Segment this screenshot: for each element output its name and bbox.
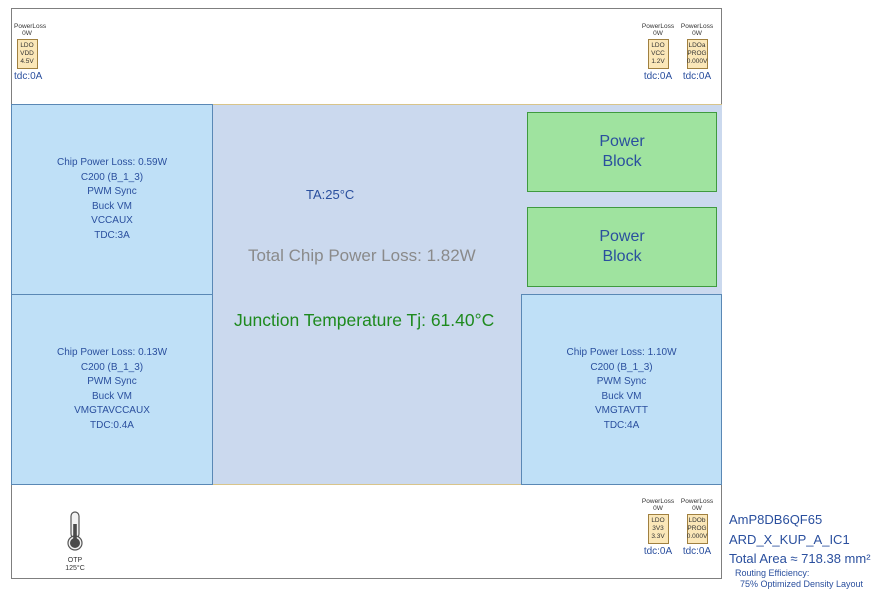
block-part: C200 (B_1_3)	[80, 361, 144, 373]
ldo-line: 1.2V	[651, 58, 665, 65]
power-block-line: Power	[599, 228, 645, 245]
block-rail: VCCAUX	[91, 215, 133, 226]
ldo-power-value: 0W	[692, 505, 702, 512]
block-power-loss: Chip Power Loss: 0.59W	[56, 157, 168, 168]
power-block-line: Block	[602, 153, 642, 170]
ldo-box[interactable]: LDO 3V3 3.3V	[647, 514, 669, 544]
ldo-line: PROG	[687, 50, 707, 57]
ldo-power-label: PowerLoss	[680, 23, 714, 30]
block-mode: PWM Sync	[87, 186, 137, 197]
otp-value: 125°C	[65, 565, 85, 572]
ldo-power-value: 0W	[653, 505, 663, 512]
block-rail: VMGTAVTT	[595, 405, 648, 416]
buck-block-vccaux[interactable]: Chip Power Loss: 0.59W C200 (B_1_3) PWM …	[11, 104, 213, 295]
ldo-a-prog[interactable]: PowerLoss 0W LDOa PROG 0.000V tdc:0A	[678, 23, 716, 82]
ldo-line: PROG	[687, 525, 707, 532]
ldo-power-label: PowerLoss	[641, 498, 675, 505]
ldo-line: 0.000V	[686, 533, 708, 540]
total-power-loss: Total Chip Power Loss: 1.82W	[248, 246, 476, 265]
design-info: AmP8DB6QF65 ARD_X_KUP_A_IC1 Total Area ≈…	[729, 510, 871, 590]
buck-block-vmgtavccaux[interactable]: Chip Power Loss: 0.13W C200 (B_1_3) PWM …	[11, 294, 213, 485]
ldo-power-label: PowerLoss	[641, 23, 675, 30]
ldo-line: VCC	[651, 50, 665, 57]
block-type: Buck VM	[601, 390, 642, 402]
otp-indicator: OTP 125°C	[60, 510, 90, 573]
block-rail: VMGTAVCCAUX	[74, 405, 150, 416]
block-type: Buck VM	[91, 390, 132, 402]
ldo-line: LDOb	[688, 517, 706, 524]
ldo-tdc: tdc:0A	[14, 71, 43, 82]
ldo-3v3[interactable]: PowerLoss 0W LDO 3V3 3.3V tdc:0A	[639, 498, 677, 557]
power-block-line: Power	[599, 133, 645, 150]
block-tdc: TDC:0.4A	[90, 419, 134, 431]
ldo-line: 4.5V	[20, 58, 34, 65]
ldo-power-value: 0W	[653, 30, 663, 37]
block-part: C200 (B_1_3)	[590, 361, 653, 373]
ldo-power-value: 0W	[22, 30, 32, 37]
ldo-line: LDOa	[688, 42, 706, 49]
part-number: AmP8DB6QF65	[729, 512, 823, 527]
block-part: C200 (B_1_3)	[80, 171, 144, 183]
block-power-loss: Chip Power Loss: 0.13W	[56, 347, 168, 358]
ambient-temperature: TA:25°C	[306, 187, 355, 202]
ldo-line: LDO	[651, 517, 665, 524]
ldo-power-label: PowerLoss	[14, 23, 47, 30]
block-tdc: TDC:4A	[603, 419, 640, 431]
ldo-line: VDD	[20, 50, 34, 57]
ldo-line: LDO	[651, 42, 665, 49]
ldo-line: 3V3	[652, 525, 664, 532]
otp-label: OTP	[67, 557, 83, 564]
ldo-line: 0.000V	[686, 58, 708, 65]
ldo-line: LDO	[20, 42, 34, 49]
ldo-tdc: tdc:0A	[643, 71, 673, 82]
ldo-box[interactable]: LDO VCC 1.2V	[647, 39, 669, 69]
block-tdc: TDC:3A	[94, 229, 130, 241]
ldo-box[interactable]: LDOb PROG 0.000V	[686, 514, 708, 544]
ldo-power-label: PowerLoss	[680, 498, 714, 505]
ldo-vcc[interactable]: PowerLoss 0W LDO VCC 1.2V tdc:0A	[639, 23, 677, 82]
ldo-tdc: tdc:0A	[643, 546, 673, 557]
block-mode: PWM Sync	[87, 376, 137, 387]
ldo-b-prog[interactable]: PowerLoss 0W LDOb PROG 0.000V tdc:0A	[678, 498, 716, 557]
total-area: Total Area ≈ 718.38 mm²	[729, 551, 871, 566]
ldo-line: 3.3V	[651, 533, 665, 540]
power-block-line: Block	[602, 248, 642, 265]
block-power-loss: Chip Power Loss: 1.10W	[566, 347, 677, 358]
block-type: Buck VM	[91, 200, 132, 212]
ldo-power-value: 0W	[692, 30, 702, 37]
ldo-box[interactable]: LDOa PROG 0.000V	[686, 39, 708, 69]
ldo-box[interactable]: LDO VDD 4.5V	[16, 39, 38, 69]
ldo-tdc: tdc:0A	[682, 71, 712, 82]
thermometer-icon	[67, 511, 83, 551]
block-mode: PWM Sync	[596, 376, 647, 387]
ldo-vdd[interactable]: PowerLoss 0W LDO VDD 4.5V tdc:0A	[14, 23, 47, 82]
design-name: ARD_X_KUP_A_IC1	[729, 532, 850, 547]
routing-efficiency-value: 75% Optimized Density Layout	[740, 579, 864, 589]
power-block-2[interactable]: Power Block	[527, 207, 717, 287]
ldo-tdc: tdc:0A	[682, 546, 712, 557]
junction-temperature: Junction Temperature Tj: 61.40°C	[234, 310, 495, 330]
routing-efficiency-label: Routing Efficiency:	[735, 568, 810, 578]
power-block-1[interactable]: Power Block	[527, 112, 717, 192]
buck-block-vmgtavtt[interactable]: Chip Power Loss: 1.10W C200 (B_1_3) PWM …	[521, 294, 722, 485]
